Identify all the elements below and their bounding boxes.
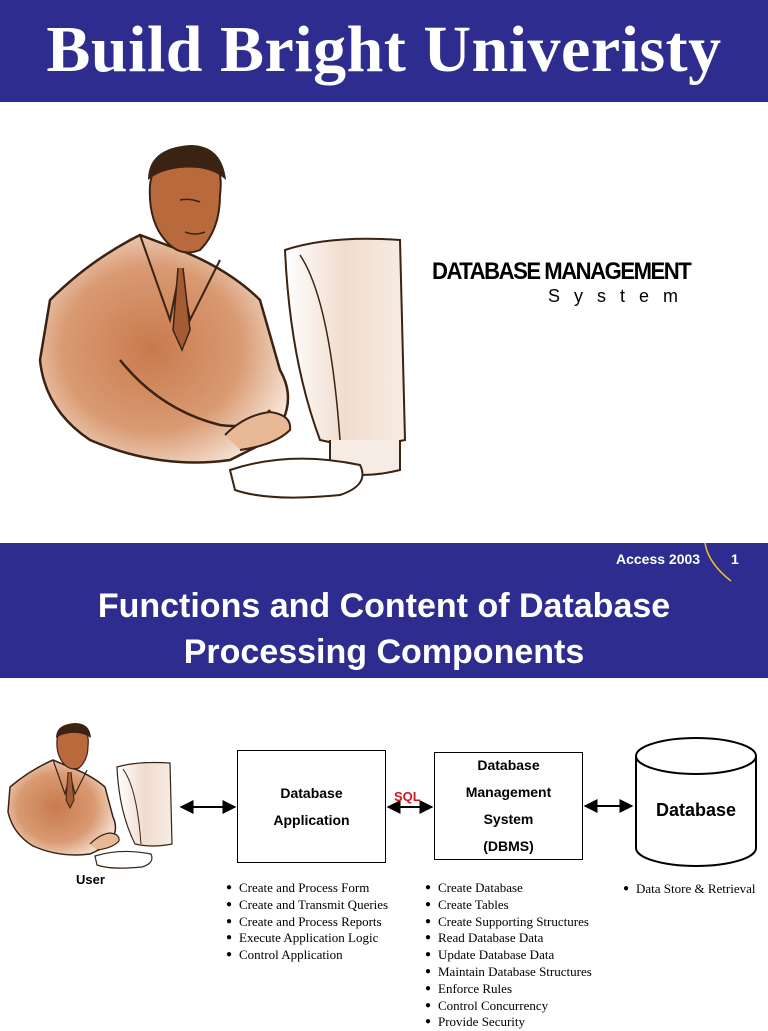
- list-item: Create and Process Reports: [226, 914, 388, 931]
- dbms-box-line2: Management: [465, 784, 552, 800]
- slide-title: Functions and Content of Database Proces…: [0, 583, 768, 675]
- dbms-box-line3: System: [483, 811, 534, 827]
- user-illustration: [7, 723, 173, 869]
- dbms-box-line4: (DBMS): [483, 838, 534, 854]
- university-title: Build Bright Univeristy: [46, 13, 722, 86]
- list-item: Create and Process Form: [226, 880, 388, 897]
- sql-label: SQL: [394, 789, 421, 804]
- list-item: Create Tables: [425, 897, 592, 914]
- list-item: Provide Security: [425, 1014, 592, 1031]
- app-functions-list: Create and Process Form Create and Trans…: [226, 880, 388, 964]
- dbms-heading: DATABASE MANAGEMENT: [432, 258, 692, 285]
- man-at-computer-illustration: [38, 145, 407, 499]
- slide-title-line2: Processing Components: [183, 633, 585, 671]
- user-label: User: [76, 872, 105, 887]
- app-box-line1: Database: [280, 784, 343, 801]
- database-label: Database: [655, 800, 737, 820]
- db-functions-list: Data Store & Retrieval: [623, 881, 756, 898]
- slide-title-banner: Access 2003 1 Functions and Content of D…: [0, 542, 768, 678]
- list-item: Data Store & Retrieval: [623, 881, 756, 898]
- footer-label: Access 2003: [616, 551, 701, 567]
- decorative-arc-icon: [704, 542, 732, 582]
- list-item: Create Supporting Structures: [425, 914, 592, 931]
- app-box-line2: Application: [273, 811, 350, 828]
- dbms-subheading: System: [548, 286, 693, 306]
- title-banner: Build Bright Univeristy: [0, 0, 768, 102]
- list-item: Create and Transmit Queries: [226, 897, 388, 914]
- dbms-functions-list: Create Database Create Tables Create Sup…: [425, 880, 592, 1031]
- list-item: Create Database: [425, 880, 592, 897]
- list-item: Control Application: [226, 947, 388, 964]
- dbms-box-line1: Database: [477, 757, 540, 773]
- list-item: Maintain Database Structures: [425, 964, 592, 981]
- list-item: Read Database Data: [425, 930, 592, 947]
- database-cylinder-icon: [635, 737, 757, 867]
- list-item: Execute Application Logic: [226, 930, 388, 947]
- list-item: Control Concurrency: [425, 998, 592, 1015]
- list-item: Update Database Data: [425, 947, 592, 964]
- page-number: 1: [731, 551, 739, 567]
- database-application-box: Database Application: [237, 750, 386, 863]
- list-item: Enforce Rules: [425, 981, 592, 998]
- slide-title-line1: Functions and Content of Database: [97, 587, 671, 625]
- dbms-box: Database Management System (DBMS): [434, 752, 583, 860]
